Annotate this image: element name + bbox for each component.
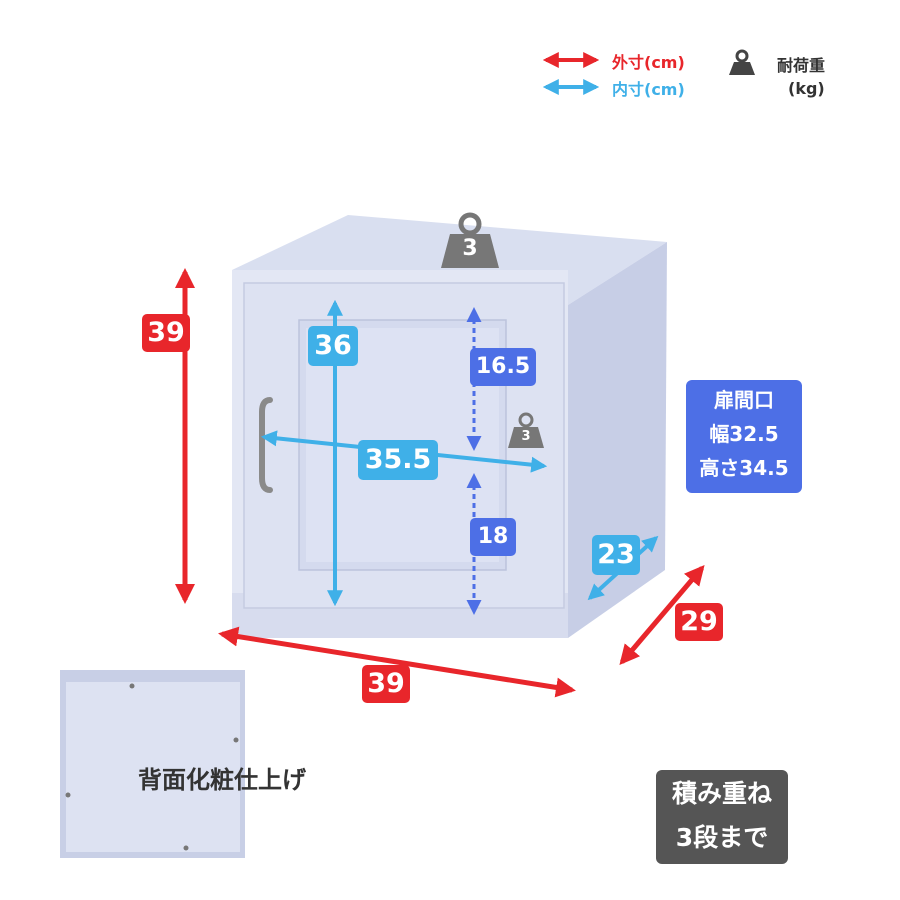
outer-width-label: 39 [362, 665, 410, 703]
outer-depth-label: 29 [675, 603, 723, 641]
shelf-upper-label: 16.5 [470, 348, 536, 386]
weight-icon [729, 49, 755, 75]
shelf-lower-label: 18 [470, 518, 516, 556]
back-finish-caption: 背面化粧仕上げ [138, 766, 306, 794]
outer-depth-arrow [619, 564, 705, 666]
stack-note: 積み重ね 3段まで [656, 770, 788, 864]
inner-height-label: 36 [308, 326, 358, 366]
stack-note-line2: 3段まで [675, 823, 769, 852]
inner-depth-label: 23 [592, 535, 640, 575]
door-opening-box: 扉間口 幅32.5 高さ34.5 [686, 380, 802, 493]
top-load-value: 3 [462, 236, 478, 261]
top-load-weight-icon [441, 212, 499, 268]
legend-load-label: 耐荷重 [777, 56, 826, 75]
legend-inner-label: 内寸(cm) [612, 80, 685, 99]
outer-height-label: 39 [142, 314, 190, 352]
outer-width-arrow [218, 626, 576, 698]
door-opening-height: 高さ34.5 [699, 456, 789, 480]
legend-outer-label: 外寸(cm) [612, 53, 685, 72]
back-panel [60, 670, 245, 858]
stack-note-line1: 積み重ね [671, 779, 772, 808]
inner-width-label: 35.5 [358, 440, 438, 480]
shelf-load-value: 3 [521, 429, 531, 444]
door-opening-title: 扉間口 [714, 388, 774, 412]
shelf-load-weight-icon [508, 412, 544, 448]
door-opening-width: 幅32.5 [709, 422, 779, 446]
legend-load-unit: (kg) [788, 79, 825, 98]
